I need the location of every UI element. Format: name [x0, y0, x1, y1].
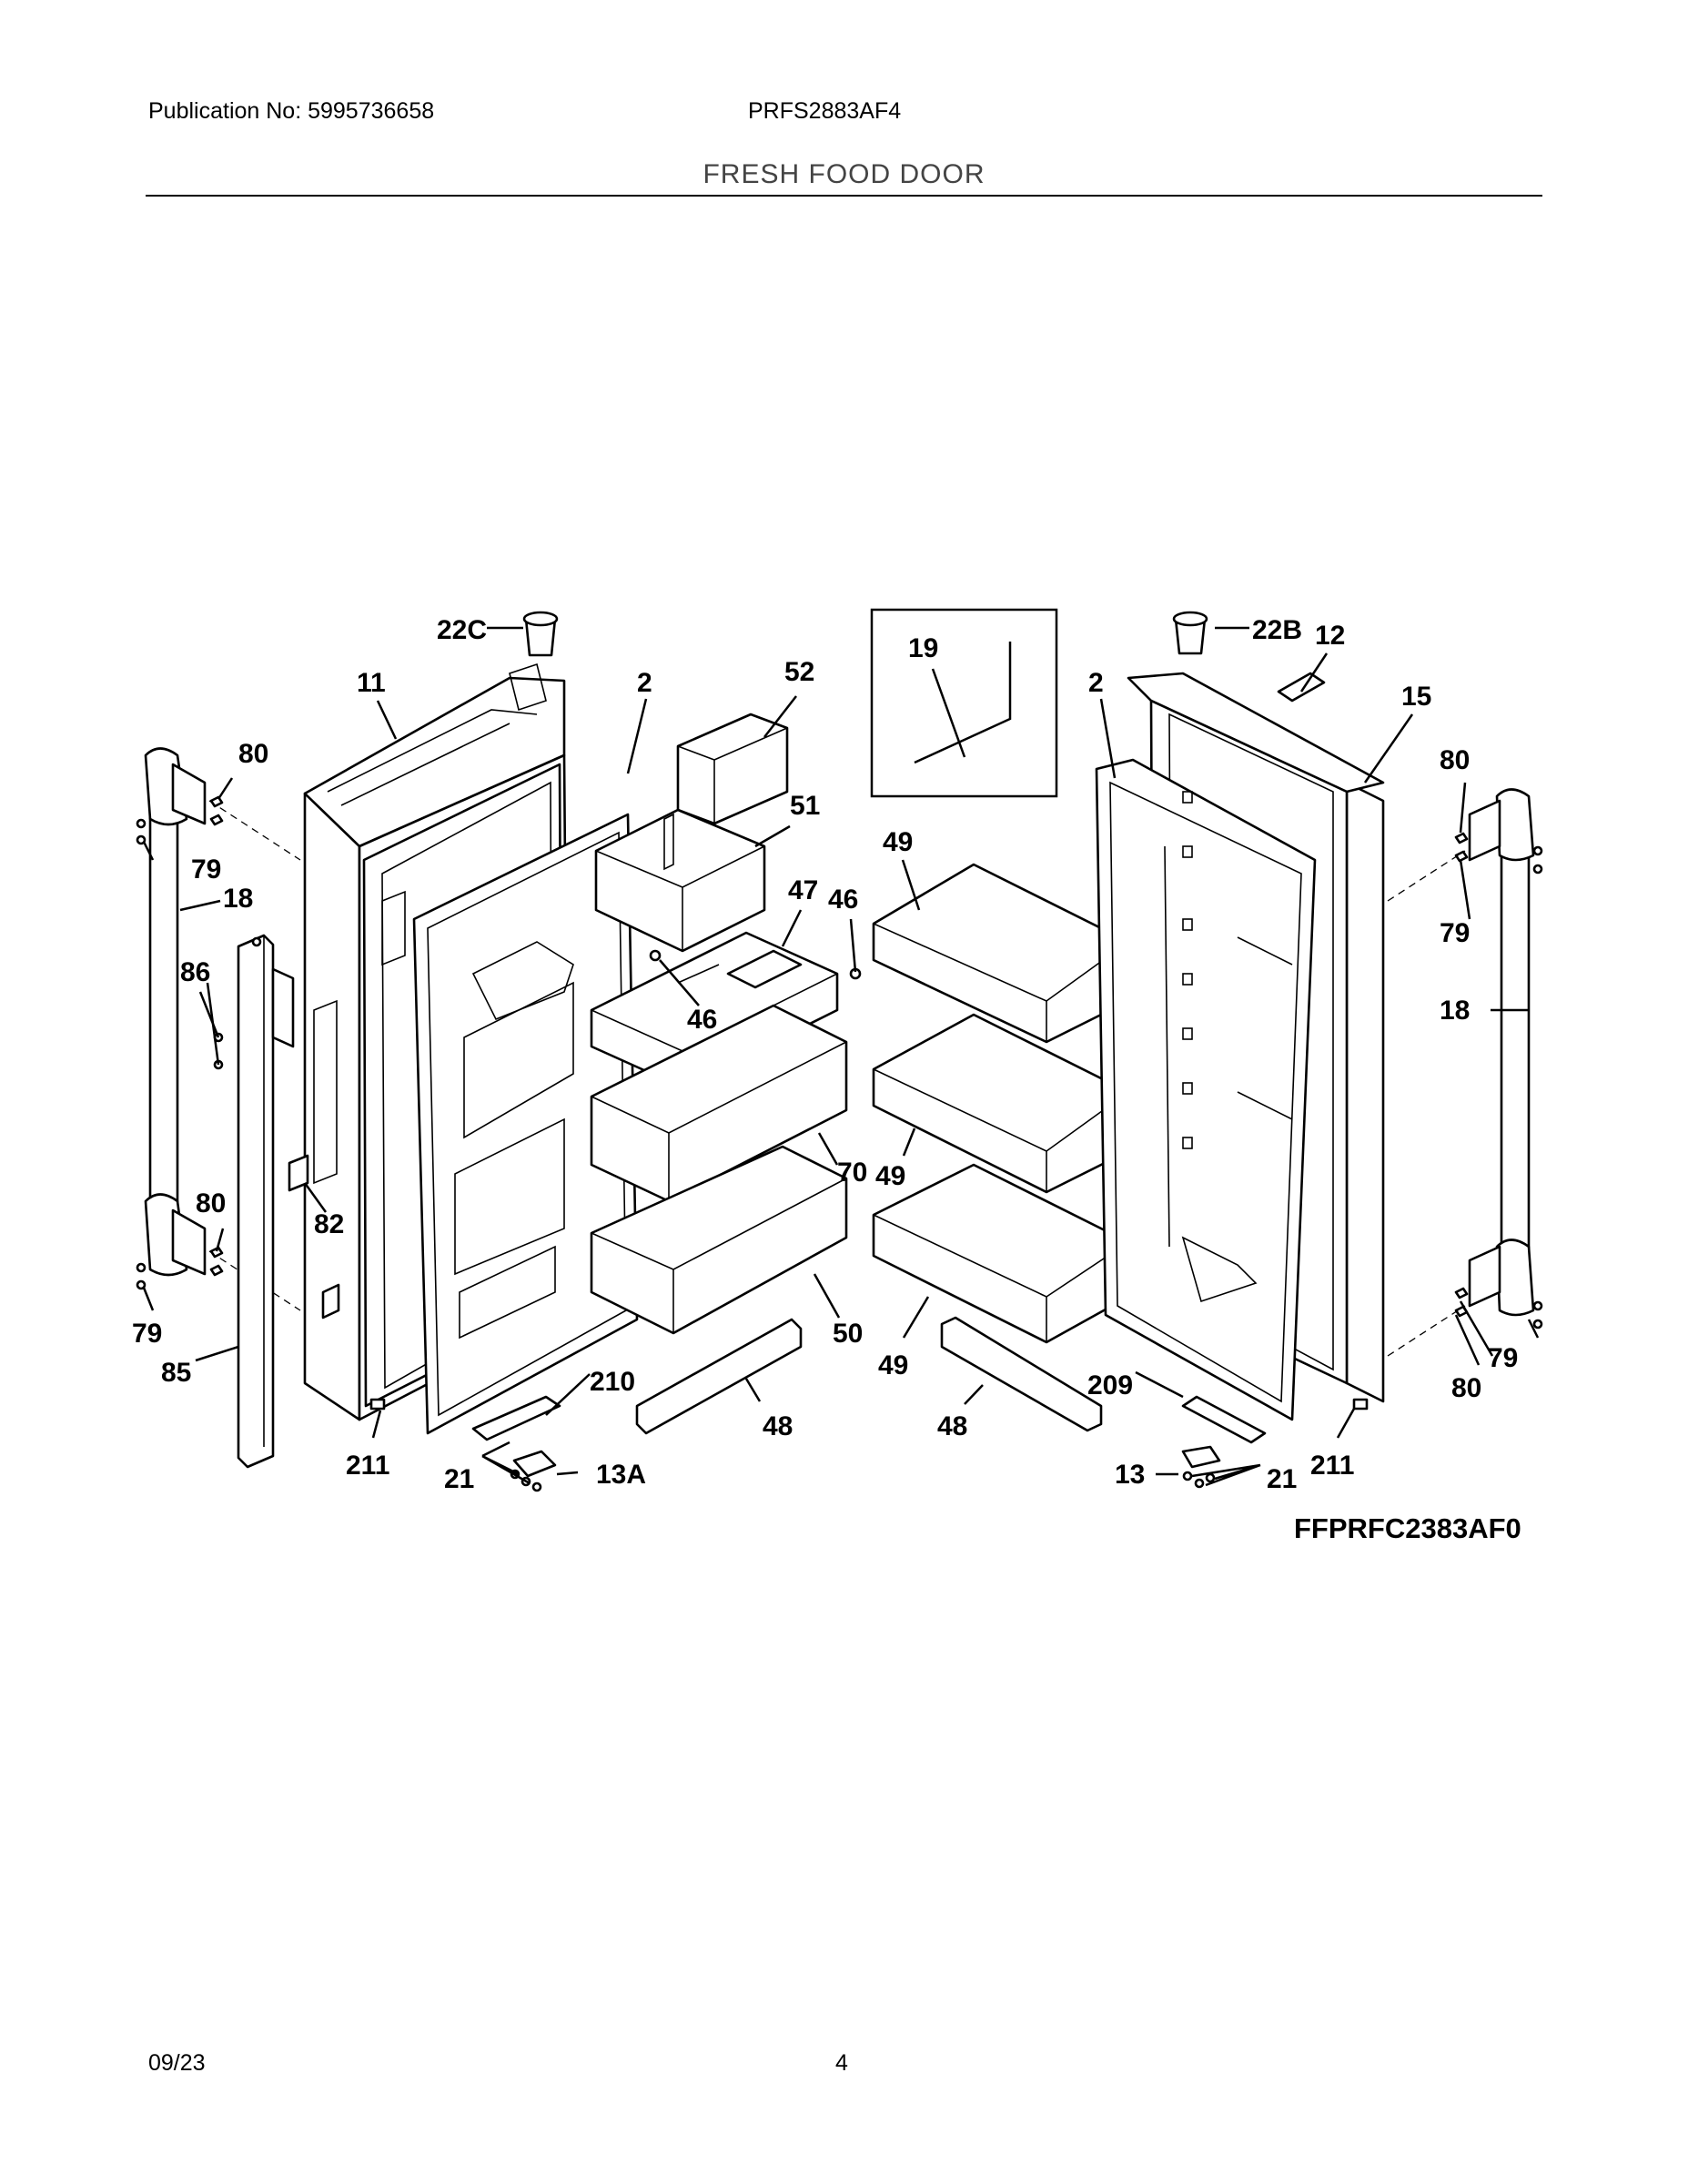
- left-trim-strip: [237, 934, 295, 1469]
- left-screws: [136, 611, 561, 1492]
- model-number: PRFS2883AF4: [748, 98, 902, 124]
- callout-211-left: 211: [346, 1451, 389, 1481]
- callout-11: 11: [357, 668, 386, 698]
- callout-49-top: 49: [883, 827, 913, 857]
- callout-18-left: 18: [223, 884, 253, 914]
- callout-15: 15: [1401, 682, 1431, 712]
- callout-80-ml: 80: [196, 1188, 226, 1218]
- callout-79-tr: 79: [1440, 918, 1470, 948]
- left-door-assembly: [303, 662, 639, 1435]
- callout-2-left: 2: [637, 668, 652, 698]
- screws-46: [649, 949, 862, 980]
- callout-85: 85: [161, 1358, 191, 1388]
- callout-52: 52: [784, 657, 814, 687]
- header-rule: [146, 195, 1542, 197]
- callout-49-mid: 49: [875, 1161, 905, 1191]
- callout-13a: 13A: [596, 1460, 646, 1490]
- callout-18-right: 18: [1440, 996, 1470, 1026]
- callout-80-br: 80: [1451, 1373, 1481, 1403]
- callout-70: 70: [837, 1158, 867, 1188]
- footer-date: 09/23: [148, 2050, 206, 2076]
- callout-82: 82: [314, 1209, 344, 1239]
- callout-211-right: 211: [1310, 1451, 1354, 1481]
- trim-48-left: [635, 1318, 803, 1435]
- callout-21-right: 21: [1267, 1464, 1297, 1494]
- callout-47: 47: [788, 875, 818, 905]
- publication-number: Publication No: 5995736658: [148, 98, 435, 124]
- callout-80-tr: 80: [1440, 745, 1470, 775]
- callout-19: 19: [908, 633, 938, 663]
- callout-22b: 22B: [1252, 615, 1302, 645]
- callout-79-br: 79: [1488, 1343, 1518, 1373]
- callout-2-right: 2: [1088, 668, 1104, 698]
- callout-50: 50: [833, 1319, 863, 1349]
- bin-49-bottom: [872, 1163, 1130, 1344]
- callout-49-bottom: 49: [878, 1350, 908, 1380]
- callout-21-left: 21: [444, 1464, 474, 1494]
- bin-70: [590, 1004, 848, 1203]
- callout-80-tl: 80: [238, 739, 268, 769]
- diagram-code: FFPRFC2383AF0: [1294, 1512, 1521, 1544]
- leader-lines: [142, 626, 1540, 1487]
- callout-79-bl: 79: [132, 1319, 162, 1349]
- callout-labels: 22C 11 2 52 19 2 22B 12 15 80 51 49 80 7…: [132, 615, 1521, 1544]
- right-door-assembly: [1095, 611, 1385, 1489]
- section-title: FRESH FOOD DOOR: [702, 159, 986, 189]
- callout-13: 13: [1115, 1460, 1145, 1490]
- bin-50: [590, 1145, 848, 1335]
- trim-48-right: [940, 1316, 1103, 1432]
- callout-46-right: 46: [828, 885, 858, 915]
- callout-22c: 22C: [437, 615, 487, 645]
- inset-box-19: [870, 608, 1058, 798]
- callout-79-tl: 79: [191, 854, 221, 885]
- callout-48-right: 48: [937, 1411, 967, 1441]
- callout-46-left: 46: [687, 1005, 717, 1035]
- right-handle: [1387, 788, 1543, 1357]
- callout-209: 209: [1087, 1370, 1133, 1400]
- callout-86: 86: [180, 957, 210, 987]
- bin-49-mid: [872, 1013, 1130, 1194]
- bin-51: [594, 808, 766, 953]
- callout-51: 51: [790, 791, 820, 821]
- page-number: 4: [835, 2050, 848, 2076]
- callout-12: 12: [1315, 621, 1345, 651]
- callout-210: 210: [590, 1367, 635, 1397]
- callout-48-left: 48: [763, 1411, 793, 1441]
- left-handle: [144, 747, 301, 1311]
- bin-52: [676, 713, 789, 825]
